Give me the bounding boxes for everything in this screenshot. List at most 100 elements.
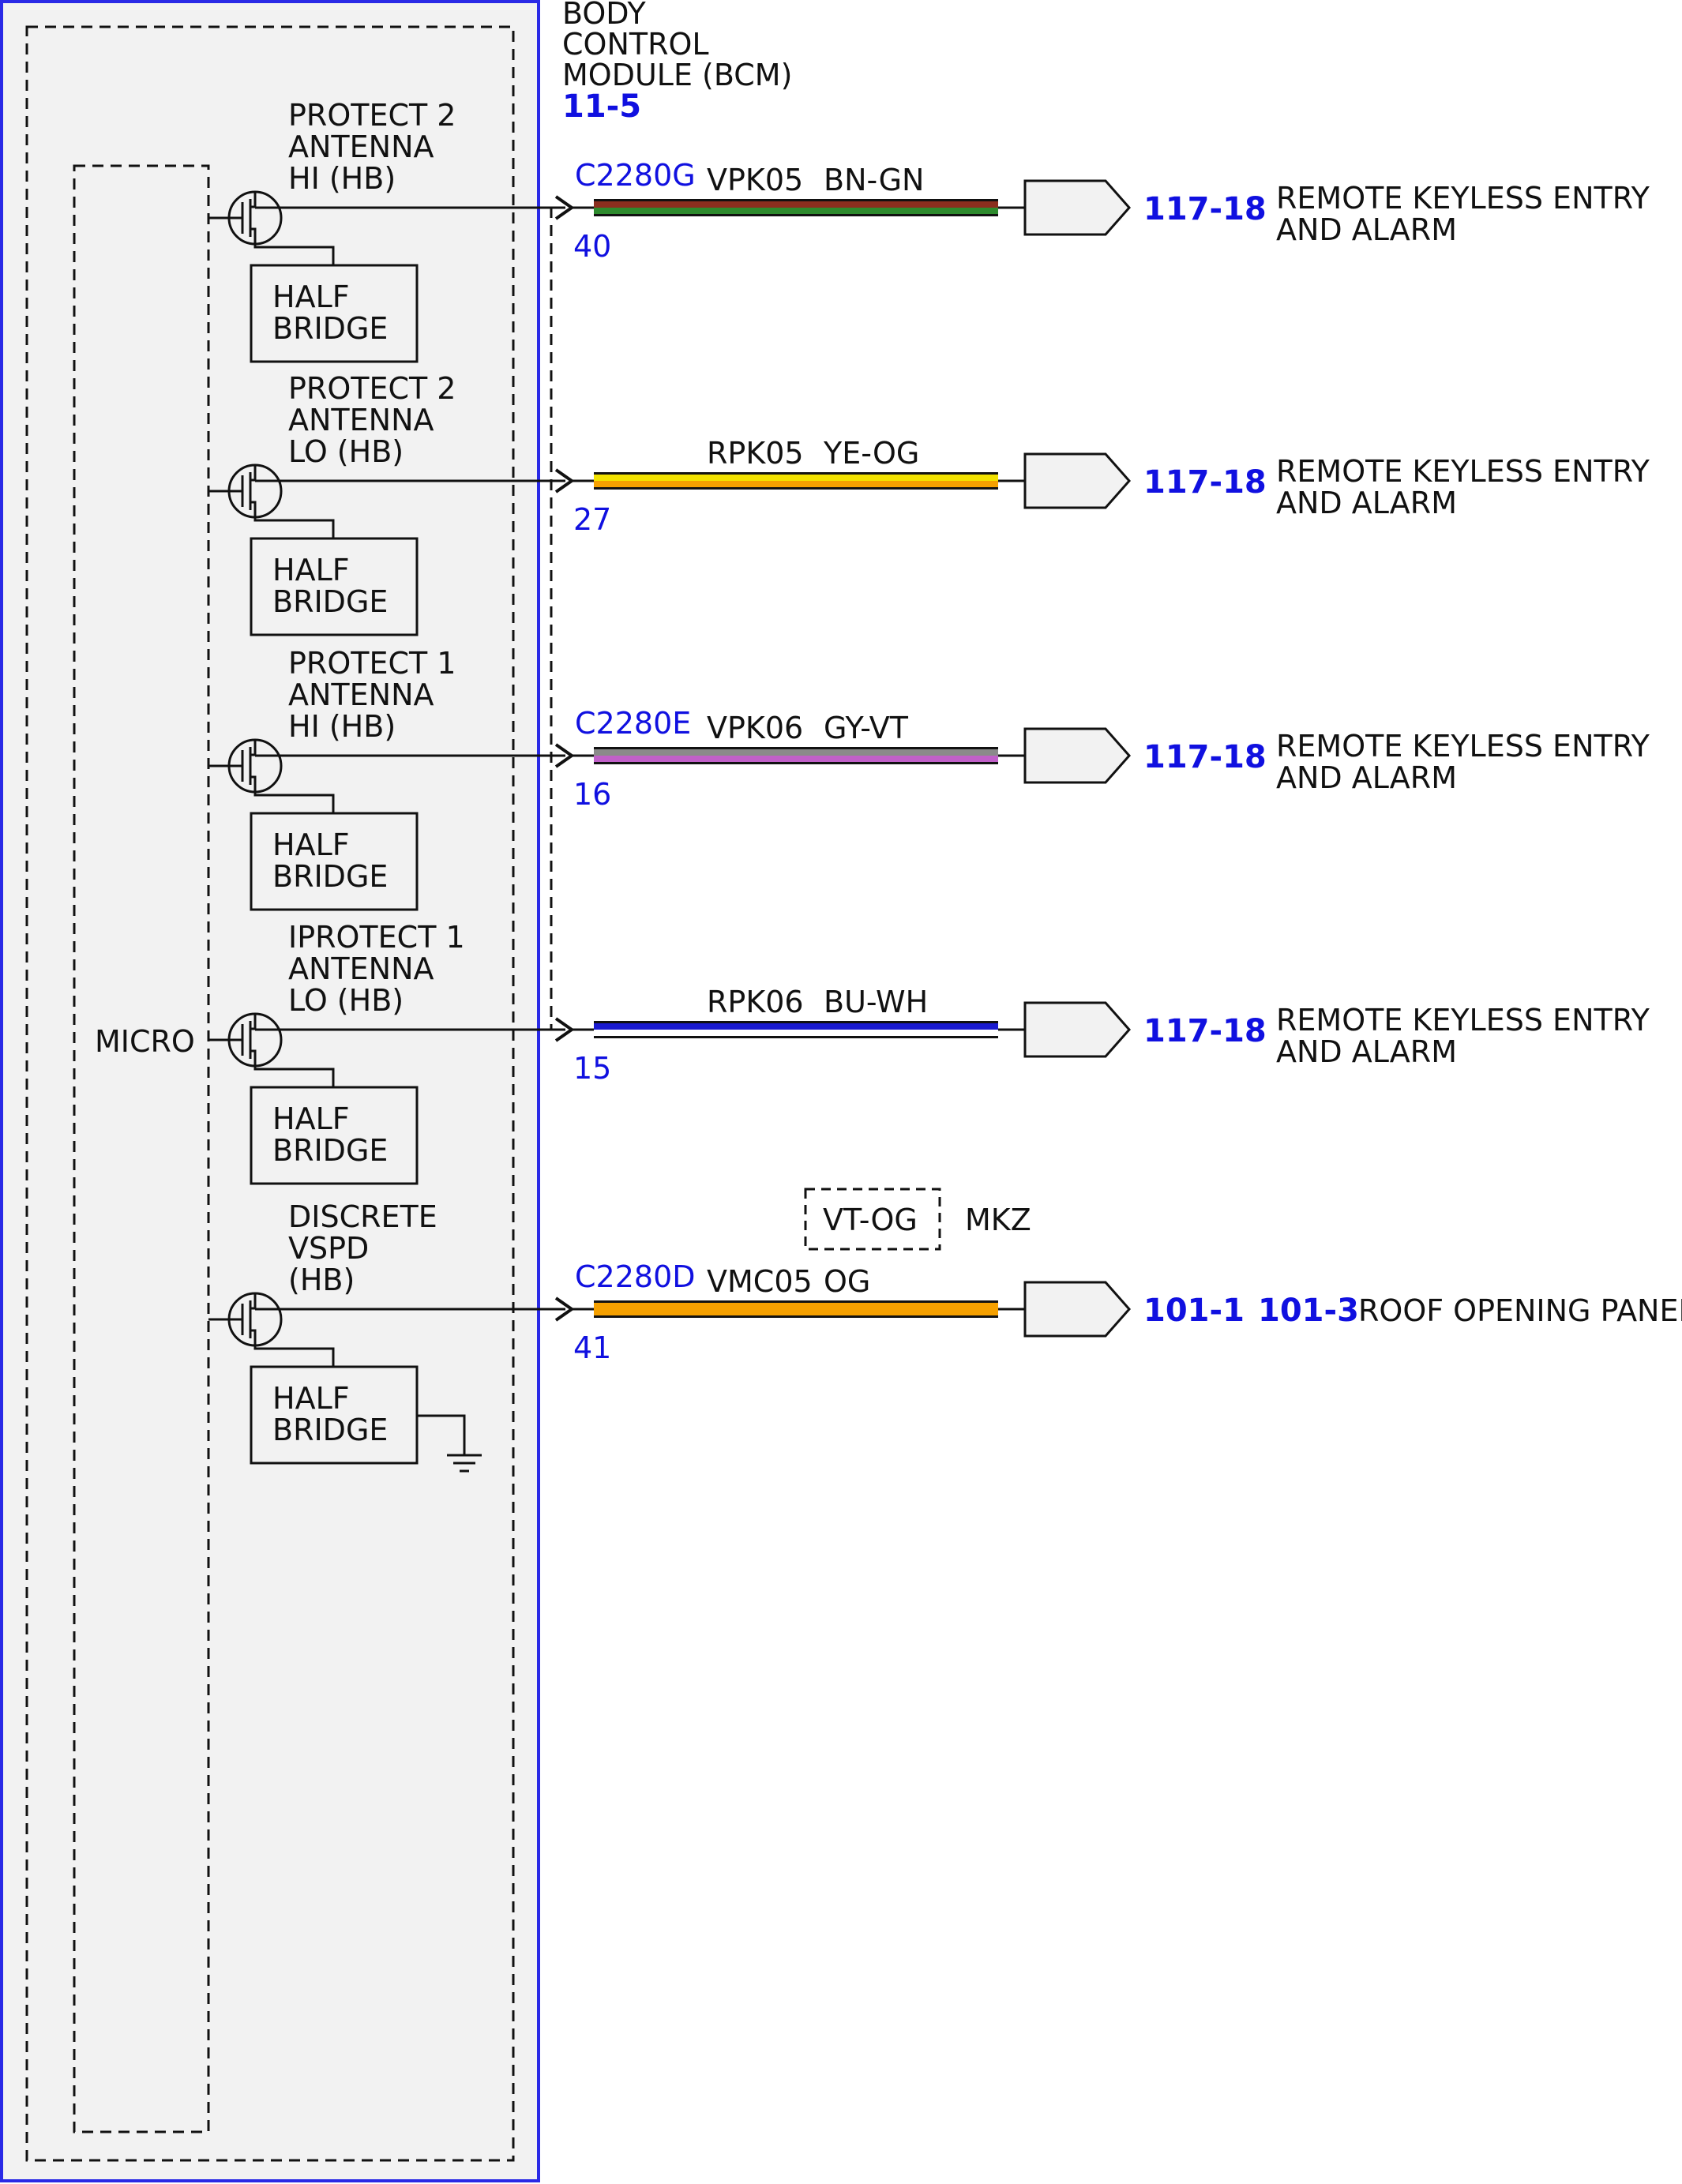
half-bridge-label-line-2: BRIDGE (272, 1413, 388, 1447)
micro-boundary (73, 164, 210, 2133)
circuit-label-line-3: LO (HB) (288, 983, 404, 1018)
half-bridge-label-line-1: HALF (272, 553, 350, 587)
half-bridge-link (253, 517, 335, 538)
circuit-label-line-2: ANTENNA (288, 677, 434, 712)
connector-id-link[interactable]: C2280E (575, 706, 691, 741)
wire (594, 199, 998, 216)
connector-id-link[interactable]: C2280G (575, 158, 696, 193)
destination-label-line-2: AND ALARM (1276, 760, 1457, 795)
wire-stripe-primary (594, 475, 998, 481)
wire (594, 1300, 998, 1318)
transistor-source (250, 227, 257, 244)
half-bridge-box (250, 1086, 419, 1185)
circuit-label-line-1: PROTECT 2 (288, 98, 456, 133)
half-bridge-label-line-1: HALF (272, 280, 350, 314)
transistor-source (250, 501, 257, 517)
destination-connector-icon (1023, 179, 1132, 236)
half-bridge-label-line-2: BRIDGE (272, 1133, 388, 1168)
half-bridge-link (253, 1066, 335, 1087)
circuit-id: VMC05 (707, 1264, 813, 1299)
half-bridge-label-line-2: BRIDGE (272, 311, 388, 346)
destination-label-line-2: AND ALARM (1276, 486, 1457, 520)
bcm-module-outline (0, 0, 540, 2182)
wire (594, 747, 998, 764)
destination-page-ref-link-2[interactable]: 101-3 (1258, 1293, 1359, 1329)
half-bridge-box (250, 537, 419, 636)
module-name: BODY CONTROL MODULE (BCM) (562, 0, 792, 92)
module-name-line-2: CONTROL (562, 27, 709, 62)
destination-connector-icon (1023, 727, 1132, 784)
micro-label: MICRO (95, 1024, 195, 1059)
wire-color-code: GY-VT (824, 711, 909, 745)
circuit-label-line-2: ANTENNA (288, 951, 434, 986)
destination-page-ref-link[interactable]: 117-18 (1143, 739, 1267, 775)
wire (594, 1021, 998, 1038)
destination-page-ref-link-1[interactable]: 101-1 (1143, 1293, 1245, 1329)
wire-color-code: OG (824, 1264, 870, 1299)
circuit-label-line-2: ANTENNA (288, 403, 434, 437)
circuit-id: VPK06 (707, 711, 803, 745)
transistor-source (250, 1049, 257, 1066)
destination-label-line-1: REMOTE KEYLESS ENTRY (1276, 454, 1650, 489)
pin-number: 16 (573, 777, 611, 812)
half-bridge-label-line-1: HALF (272, 1381, 350, 1416)
circuit-label-line-1: IPROTECT 1 (288, 920, 465, 955)
module-page-ref-link[interactable]: 11-5 (562, 88, 641, 125)
pin-number: 27 (573, 502, 611, 537)
circuit-label-line-3: (HB) (288, 1263, 355, 1297)
half-bridge-label-line-2: BRIDGE (272, 584, 388, 619)
wire-stripe-primary (594, 1303, 998, 1309)
ground-icon (417, 1414, 482, 1473)
destination-connector-icon (1023, 1281, 1132, 1338)
destination-page-ref-link[interactable]: 117-18 (1143, 191, 1267, 227)
pin-number: 41 (573, 1330, 611, 1365)
option-box (804, 1188, 941, 1251)
destination-label-line-1: REMOTE KEYLESS ENTRY (1276, 729, 1650, 764)
circuit-label-line-3: HI (HB) (288, 161, 396, 196)
half-bridge-label-line-1: HALF (272, 827, 350, 862)
destination-connector-icon (1023, 452, 1132, 509)
wire-stripe-primary (594, 201, 998, 208)
connector-id-link[interactable]: C2280D (575, 1259, 696, 1294)
circuit-label-line-2: ANTENNA (288, 129, 434, 164)
wire-color-code: BU-WH (824, 985, 928, 1019)
destination-page-ref-link[interactable]: 117-18 (1143, 464, 1267, 501)
half-bridge-box (250, 264, 419, 363)
option-wire-color: VT-OG (823, 1203, 918, 1237)
circuit-label-line-1: PROTECT 1 (288, 646, 456, 681)
half-bridge-label-line-2: BRIDGE (272, 859, 388, 894)
circuit-label-line-3: HI (HB) (288, 709, 396, 744)
circuit-label-line-3: LO (HB) (288, 434, 404, 469)
destination-label-line-2: AND ALARM (1276, 212, 1457, 247)
destination-connector-icon (1023, 1001, 1132, 1058)
wire-stripe-secondary (594, 756, 998, 762)
pin-number: 15 (573, 1051, 611, 1086)
module-name-line-1: BODY (562, 0, 646, 31)
half-bridge-box (250, 812, 419, 911)
destination-page-ref-link[interactable]: 117-18 (1143, 1013, 1267, 1049)
wire-color-code: BN-GN (824, 163, 924, 197)
destination-label-line-1: REMOTE KEYLESS ENTRY (1276, 181, 1650, 216)
transistor-source (250, 1329, 257, 1345)
wire-stripe-secondary (594, 1309, 998, 1315)
module-name-line-3: MODULE (BCM) (562, 58, 792, 92)
wire-stripe-secondary (594, 1030, 998, 1036)
